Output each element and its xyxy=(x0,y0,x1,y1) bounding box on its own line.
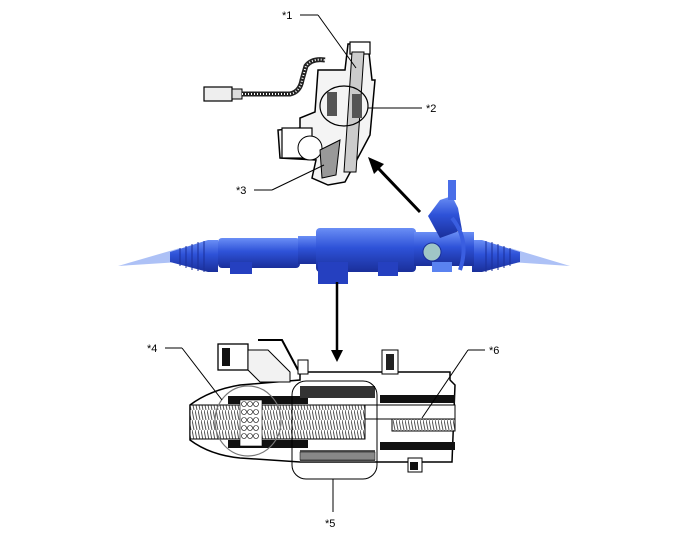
callout-label-1: *1 xyxy=(282,10,292,22)
callout-label-2: *2 xyxy=(426,103,436,115)
callout-label-4: *4 xyxy=(147,343,157,355)
callout-leaders-top xyxy=(254,14,422,191)
arrow-to-sensor-icon xyxy=(368,157,422,214)
callout-label-6: *6 xyxy=(489,345,499,357)
arrow-to-cross-section-icon xyxy=(331,282,343,362)
steering-rack-assembly xyxy=(118,180,570,284)
rack-cross-section xyxy=(189,339,456,480)
callout-leaders-bottom xyxy=(165,347,485,512)
callout-label-3: *3 xyxy=(236,185,246,197)
callout-label-5: *5 xyxy=(325,518,335,530)
torque-sensor-cutaway xyxy=(203,41,376,186)
